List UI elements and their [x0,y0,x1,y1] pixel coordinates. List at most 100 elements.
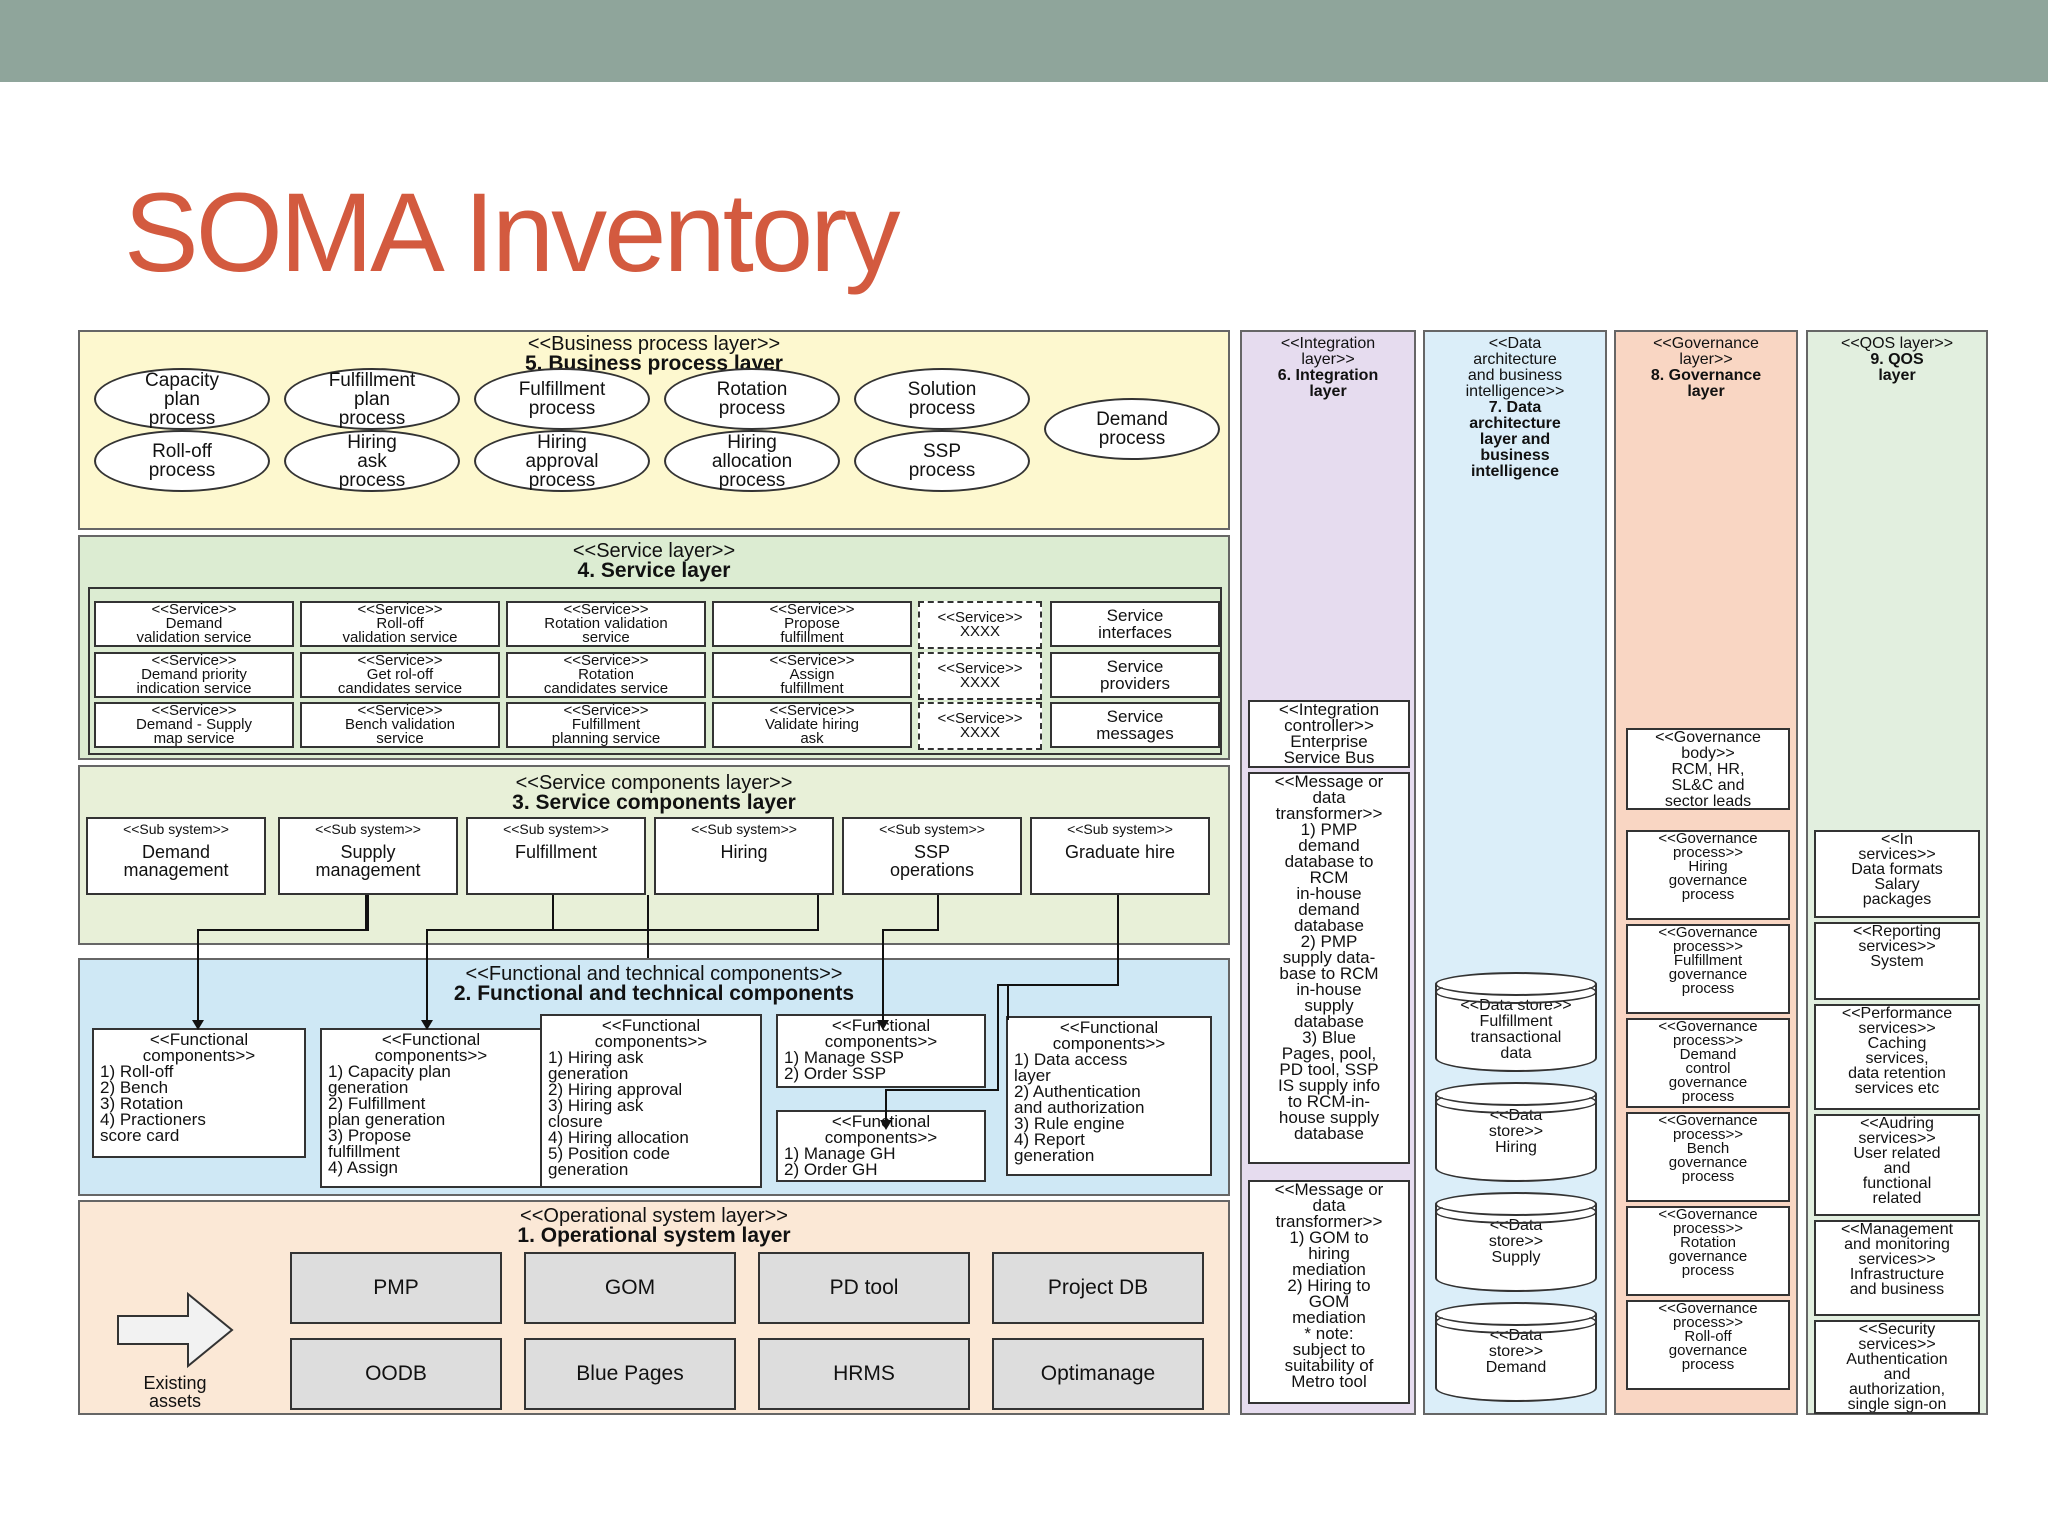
text-line: database [1294,1012,1364,1031]
text-line: services, [1865,1050,1929,1067]
text-line: <<In [1880,831,1914,848]
text-line: Service [1106,606,1164,625]
text-line: map service [153,730,235,747]
text-line: <<Governance [1658,1112,1758,1129]
text-line: Rotation [716,379,788,400]
text-line: Graduate hire [1064,842,1176,862]
text-line: Demand - Supply [136,716,252,733]
text-line: Supply [1491,1249,1541,1266]
text-line: <<Performance [1841,1005,1953,1022]
text-line: System [1870,953,1924,970]
text-line: <<Audring [1860,1115,1934,1132]
text-line: process>> [1672,938,1744,955]
service-group [88,587,1222,755]
text-line: data [1500,1045,1532,1062]
text-line: <<Service>> [357,601,443,618]
text-line: related [1872,1190,1922,1207]
text-line: governance [1668,1342,1748,1359]
text-line: 2) Hiring to [1287,1276,1371,1295]
subsystem-tag: <<Sub system>> [315,821,421,837]
text-line: base to RCM [1279,964,1379,983]
text-line: 1) Manage GH [784,1144,896,1163]
subsystem-tag: <<Sub system>> [1067,821,1173,837]
text-line: <<Governance [1658,1206,1758,1223]
data-store-rim [1435,1200,1597,1224]
operational-system: PD tool [758,1252,970,1324]
text-line: fulfillment [780,680,844,697]
text-line: 4) Practioners [100,1110,206,1129]
text-line: services>> [1858,938,1936,955]
text-line: Service Bus [1283,748,1375,767]
text-line: RCM, HR, [1671,761,1745,778]
text-line: hiring [1308,1244,1350,1263]
text-line: and [1883,1366,1911,1383]
text-line: and business [1467,367,1563,384]
text-line: governance [1668,966,1748,983]
text-line: process>> [1672,1314,1744,1331]
text-line: interfaces [1098,623,1172,642]
text-line: <<Service>> [769,601,855,618]
text-line: Infrastructure [1849,1266,1945,1283]
text-line: messages [1096,724,1174,743]
text-line: User related [1853,1145,1941,1162]
text-line: 1) Hiring ask [548,1048,644,1067]
text-line: transformer>> [1275,804,1383,823]
subsystem-box: <<Sub system>> Graduate hire [1030,817,1210,895]
text-line: 4) Hiring allocation [548,1128,689,1147]
text-line: authorization, [1848,1381,1946,1398]
text-line: GOM [1308,1292,1350,1311]
subsystem-tag: <<Sub system>> [503,821,609,837]
text-line: components>> [374,1046,488,1065]
text-line: process [1681,980,1735,997]
text-line: layer>> [1301,351,1355,368]
text-line: 4) Report [1014,1130,1085,1149]
text-line: Service [1106,657,1164,676]
soma-diagram: <<Business process layer>> 5. Business p… [78,330,1990,1415]
service-box: <<Service>>XXXX [918,601,1042,649]
text-line: process>> [1672,1126,1744,1143]
subsystem-name: Hiring [656,843,832,861]
text-line: Hiring [720,842,768,862]
text-line: mediation [1292,1260,1366,1279]
text-line: process [1681,1168,1735,1185]
text-line: <<Governance [1658,1300,1758,1317]
text-line: score card [100,1126,180,1145]
text-line: Bench [1686,1140,1730,1157]
data-store-rim [1435,980,1597,1004]
text-line: <<Service>> [937,710,1023,727]
text-line: suitability of [1284,1356,1374,1375]
text-line: layer [1687,383,1725,400]
text-line: Capacity [145,369,219,391]
text-line: store>> [1488,1233,1544,1250]
layer-tag: <<Operational system layer>> [520,1205,788,1227]
text-line: Hiring [1495,1139,1537,1156]
text-line: Assign [789,666,835,683]
text-line: <<Governance [1658,1018,1758,1035]
text-line: Roll-off [376,615,424,632]
text-line: 3) Hiring ask [548,1096,644,1115]
text-line: process [1681,1262,1735,1279]
text-line: <<Service>> [769,702,855,719]
text-line: 9. QOS [1870,351,1924,368]
text-line: process [338,469,406,491]
text-line: supply [1304,996,1354,1015]
operational-system: Optimanage [992,1338,1204,1410]
text-line: process [1681,1356,1735,1373]
